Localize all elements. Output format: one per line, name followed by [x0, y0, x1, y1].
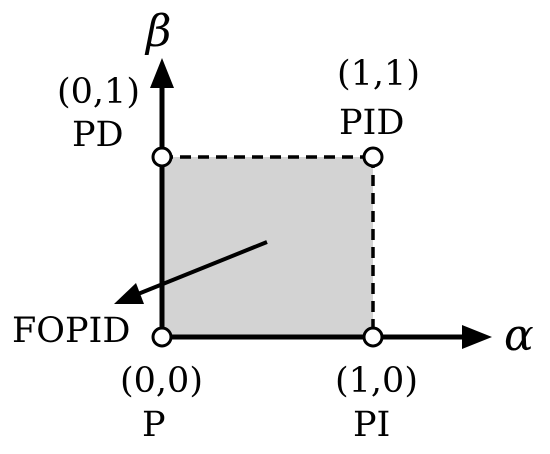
beta-axis-label: β — [144, 6, 171, 57]
shaded-region — [162, 157, 373, 337]
alpha-axis-label: α — [504, 310, 534, 361]
alpha-axis-arrowhead — [462, 325, 492, 349]
pd-coords-label: (0,1) — [57, 72, 140, 112]
beta-axis-arrowhead — [150, 58, 174, 88]
node-pid — [362, 146, 384, 168]
fopid-label: FOPID — [12, 311, 130, 351]
fopid-arrow-line — [137, 240, 268, 296]
fopid-arrowhead — [114, 283, 144, 304]
node-pd — [151, 146, 173, 168]
pi-name-label: PI — [353, 405, 390, 445]
p-coords-label: (0,0) — [120, 361, 203, 401]
node-p — [151, 326, 173, 348]
p-name-label: P — [142, 405, 166, 445]
node-pi — [362, 326, 384, 348]
pd-name-label: PD — [72, 115, 124, 155]
pid-coords-label: (1,1) — [337, 54, 420, 94]
pid-name-label: PID — [339, 103, 404, 143]
pi-coords-label: (1,0) — [335, 361, 418, 401]
